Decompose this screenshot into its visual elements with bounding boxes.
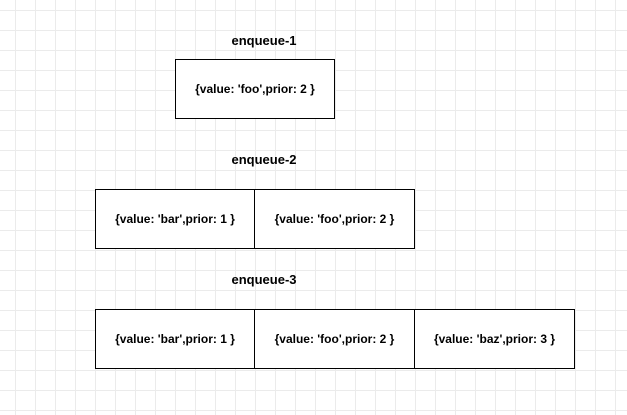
queue-item: {value: 'foo',prior: 2 }: [255, 189, 415, 249]
stage-label-enqueue-1: enqueue-1: [231, 33, 297, 48]
queue-item: {value: 'foo',prior: 2 }: [255, 309, 415, 369]
stage-label-enqueue-2: enqueue-2: [231, 152, 297, 167]
queue-row-enqueue-1: {value: 'foo',prior: 2 }: [175, 59, 335, 119]
queue-row-enqueue-2: {value: 'bar',prior: 1 } {value: 'foo',p…: [95, 189, 415, 249]
queue-row-enqueue-3: {value: 'bar',prior: 1 } {value: 'foo',p…: [95, 309, 575, 369]
queue-item: {value: 'bar',prior: 1 }: [95, 309, 255, 369]
queue-item: {value: 'foo',prior: 2 }: [175, 59, 335, 119]
queue-item: {value: 'bar',prior: 1 }: [95, 189, 255, 249]
stage-label-enqueue-3: enqueue-3: [231, 272, 297, 287]
queue-item: {value: 'baz',prior: 3 }: [415, 309, 575, 369]
